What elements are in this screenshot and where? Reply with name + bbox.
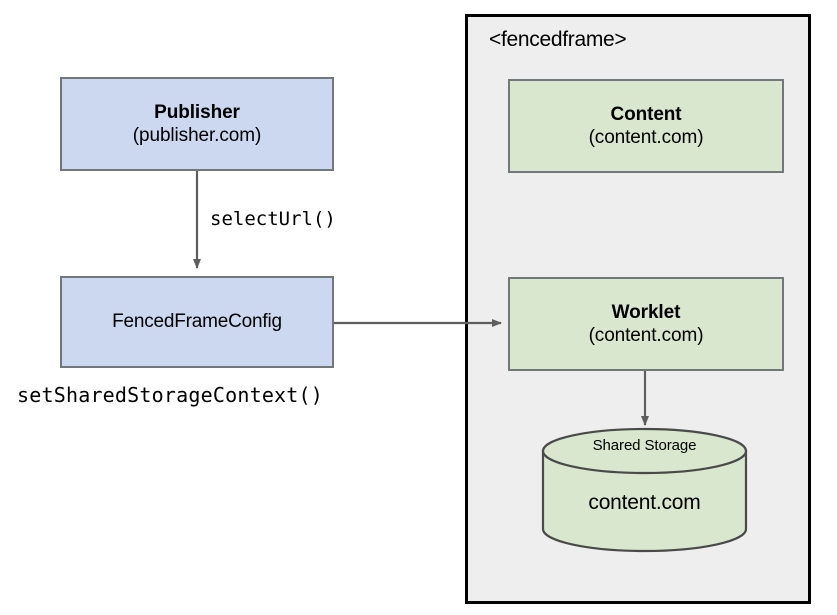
edge-label-select-url: selectUrl()	[210, 208, 336, 230]
node-worklet-title: Worklet	[611, 301, 681, 323]
node-publisher[interactable]: Publisher (publisher.com)	[60, 77, 334, 171]
node-fencedframeconfig-label: FencedFrameConfig	[112, 311, 282, 333]
node-content-title: Content	[610, 103, 682, 125]
node-content-subtitle: (content.com)	[588, 127, 704, 148]
node-fencedframeconfig[interactable]: FencedFrameConfig	[60, 276, 334, 368]
node-publisher-title: Publisher	[154, 101, 240, 123]
node-content[interactable]: Content (content.com)	[508, 79, 784, 173]
cylinder-shape	[541, 427, 748, 553]
node-worklet-subtitle: (content.com)	[588, 325, 704, 346]
fencedframe-label: <fencedframe>	[489, 28, 627, 51]
annotation-set-shared-storage-context: setSharedStorageContext()	[17, 383, 324, 407]
node-publisher-subtitle: (publisher.com)	[132, 125, 262, 146]
node-shared-storage[interactable]: Shared Storage content.com	[541, 427, 748, 553]
node-worklet[interactable]: Worklet (content.com)	[508, 277, 784, 371]
